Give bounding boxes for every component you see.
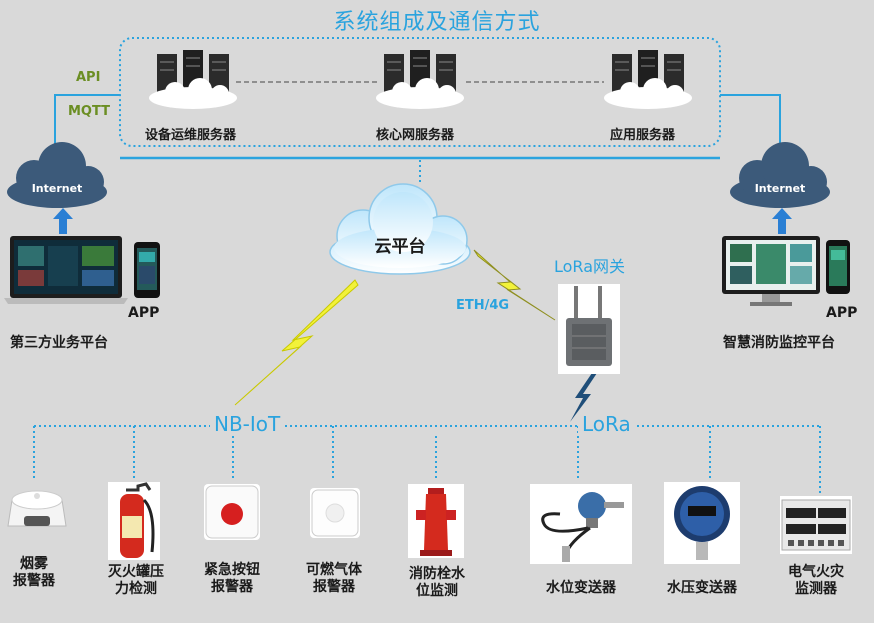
device-label: 灭火罐压 力检测 [108, 564, 164, 597]
server-group-border [119, 37, 721, 147]
smoke-detector-device [4, 482, 70, 538]
server-ops [145, 48, 241, 110]
server-icon [376, 50, 464, 109]
device-label: 可燃气体 报警器 [306, 562, 362, 595]
device-label: 烟雾 报警器 [13, 556, 55, 589]
server-icon [604, 50, 692, 109]
api-label: API [76, 70, 101, 85]
cloud-icon [329, 183, 471, 275]
hydrant-icon [416, 488, 456, 556]
arrow-up-icon [53, 208, 73, 234]
device-label: 电气火灾 监测器 [788, 564, 844, 597]
device-label: 紧急按钮 报警器 [204, 562, 260, 595]
right-platform-label: 智慧消防监控平台 [723, 335, 835, 351]
internet-label-right: Internet [754, 182, 806, 195]
device-label: 水位变送器 [546, 580, 616, 596]
electrical-monitor-icon [781, 499, 851, 551]
cloud-icon [7, 142, 107, 208]
device-label: 水压变送器 [667, 580, 737, 596]
extinguisher-device [108, 482, 160, 560]
right-app-label: APP [826, 305, 858, 321]
device-label: 消防栓水 位监测 [409, 566, 465, 599]
gas-detector-icon [311, 489, 359, 537]
pressure-transmitter-device [664, 482, 740, 564]
alarm-button-icon [205, 485, 259, 539]
server-app-label: 应用服务器 [610, 128, 676, 143]
lora-gateway-device [558, 284, 620, 374]
right-platform-devices [722, 234, 854, 310]
left-platform-devices [4, 236, 174, 306]
monitor-phone-icon [722, 236, 850, 306]
server-app [600, 48, 696, 110]
server-ops-label: 设备运维服务器 [145, 128, 237, 143]
arrow-up-icon [772, 208, 792, 234]
left-platform-label: 第三方业务平台 [10, 335, 108, 351]
emergency-button-device [204, 484, 260, 540]
electrical-monitor-device [780, 496, 852, 554]
server-core-label: 核心网服务器 [376, 128, 455, 143]
server-icon [149, 50, 237, 109]
hydrant-device [408, 484, 464, 558]
level-transmitter-icon [541, 492, 624, 562]
nbiot-label: NB-IoT [210, 412, 285, 436]
pressure-gauge-icon [674, 486, 730, 560]
lora-gateway-label: LoRa网关 [554, 257, 625, 276]
cloud-icon [730, 142, 830, 208]
diagram-title: 系统组成及通信方式 [333, 10, 541, 35]
mqtt-label: MQTT [68, 104, 111, 119]
cloud-platform: 云平台 [325, 180, 475, 278]
gas-detector-device [310, 488, 360, 538]
smoke-detector-icon [7, 490, 67, 527]
internet-cloud-left: Internet [4, 140, 110, 208]
internet-label-left: Internet [31, 182, 83, 195]
extinguisher-icon [120, 482, 155, 558]
level-transmitter-device [530, 484, 632, 564]
cloud-platform-label: 云平台 [374, 237, 426, 257]
lora-label: LoRa [578, 412, 635, 436]
server-core [372, 48, 468, 110]
gateway-icon [566, 286, 612, 366]
left-app-label: APP [128, 305, 160, 321]
internet-cloud-right: Internet [727, 140, 833, 208]
laptop-phone-icon [4, 236, 160, 304]
eth-label: ETH/4G [456, 298, 510, 313]
